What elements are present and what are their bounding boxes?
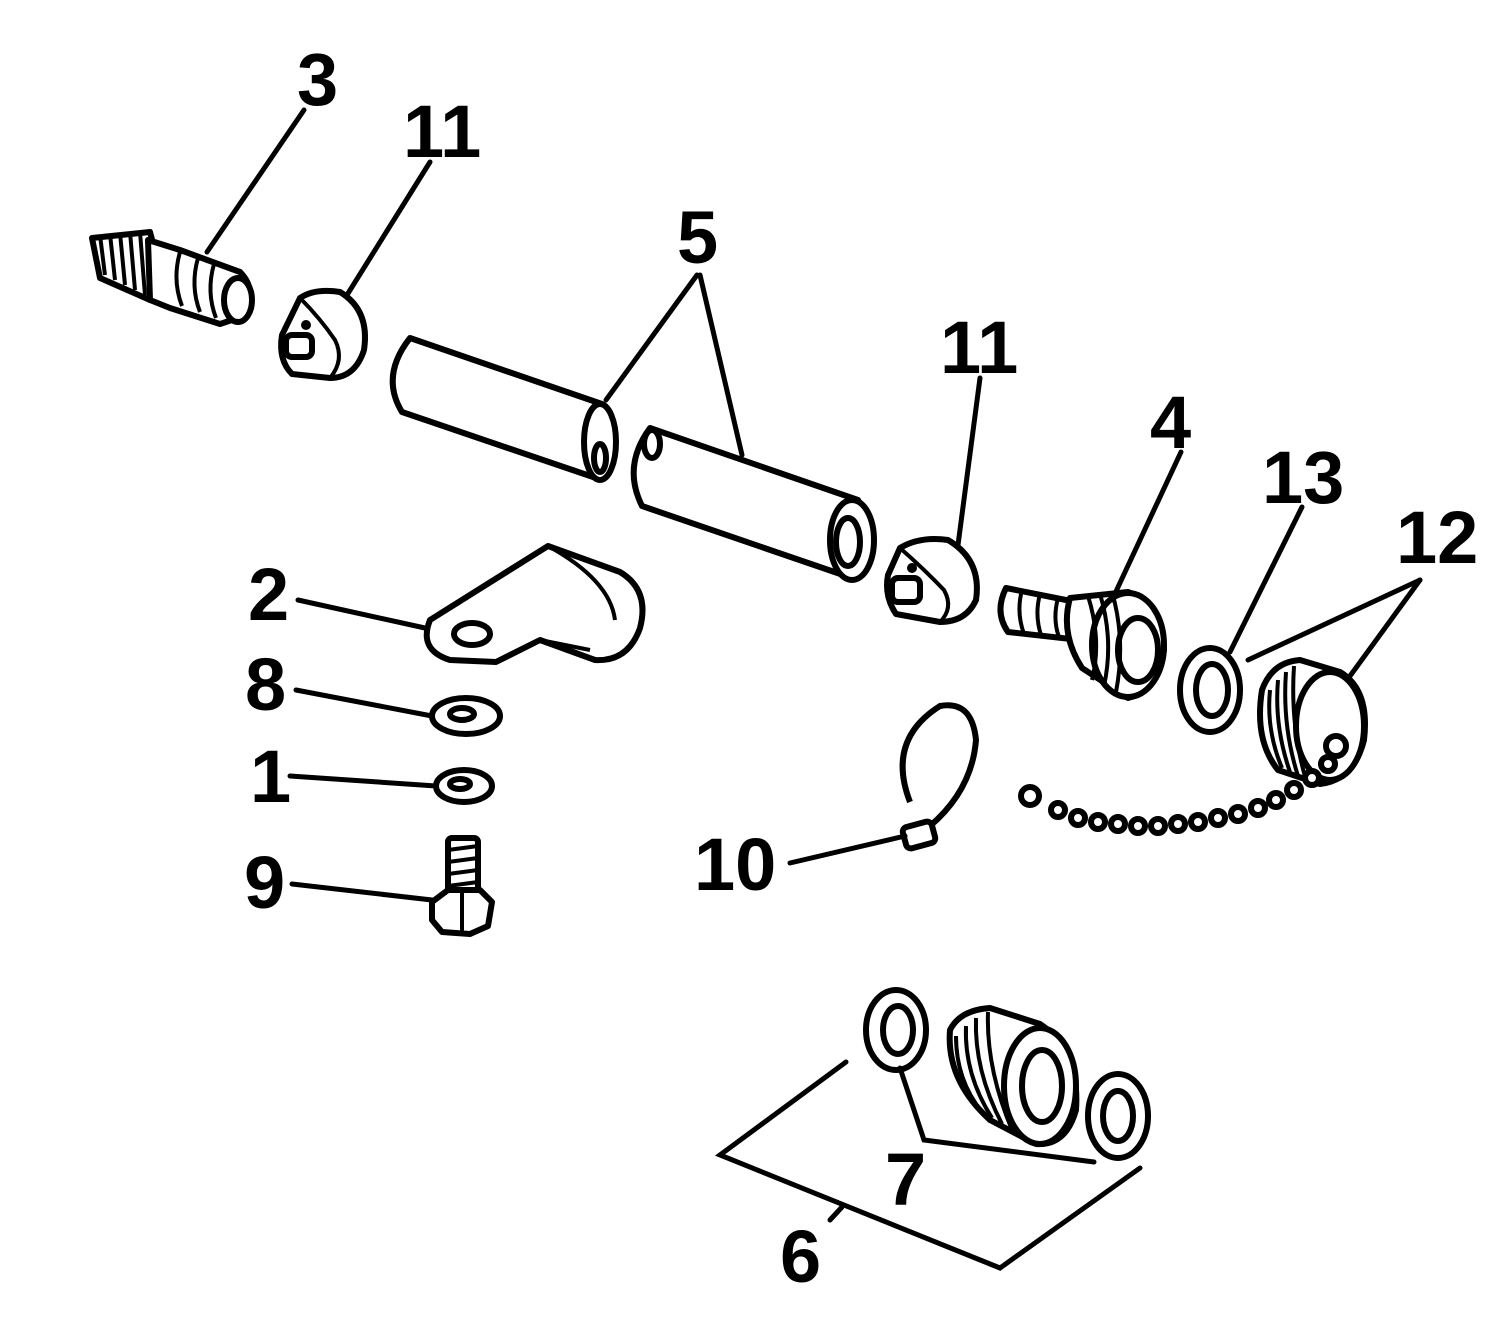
part-12-cap-with-chain <box>1018 657 1368 836</box>
callout-13: 13 <box>1262 436 1344 519</box>
part-6-coupling <box>946 1005 1080 1148</box>
callout-3: 3 <box>297 38 338 121</box>
part-11-hose-clamp-lower <box>884 536 980 625</box>
part-13-gasket <box>1177 645 1243 735</box>
part-8-washer <box>429 695 503 737</box>
part-5-hose-upper <box>389 335 619 483</box>
callout-11-lower: 11 <box>940 306 1018 389</box>
part-7-gasket-right <box>1085 1071 1151 1161</box>
part-4-connector-fitting <box>997 585 1167 701</box>
callout-8: 8 <box>245 643 286 726</box>
callout-4: 4 <box>1150 381 1191 464</box>
callout-5: 5 <box>677 196 718 279</box>
part-2-clip-bracket <box>423 543 646 665</box>
leader-lines <box>204 107 1423 1271</box>
part-9-hex-bolt <box>429 835 495 937</box>
callout-11-upper: 11 <box>403 90 481 173</box>
callout-7: 7 <box>885 1138 926 1221</box>
part-7-gasket-left <box>863 987 929 1073</box>
part-1-lock-washer <box>433 767 495 805</box>
callout-9: 9 <box>244 841 285 924</box>
callout-12: 12 <box>1396 496 1478 579</box>
part-11-hose-clamp-upper <box>278 287 368 381</box>
part-10-cable-tie <box>899 702 979 852</box>
callout-6: 6 <box>780 1215 821 1298</box>
callout-10: 10 <box>694 823 776 906</box>
callout-labels: 3 11 5 11 4 13 12 2 8 1 9 10 7 6 <box>244 38 1478 1298</box>
callout-2: 2 <box>248 553 289 636</box>
part-5-hose-lower <box>630 425 877 583</box>
callout-1: 1 <box>250 735 291 818</box>
part-3-hose-fitting <box>89 229 255 327</box>
